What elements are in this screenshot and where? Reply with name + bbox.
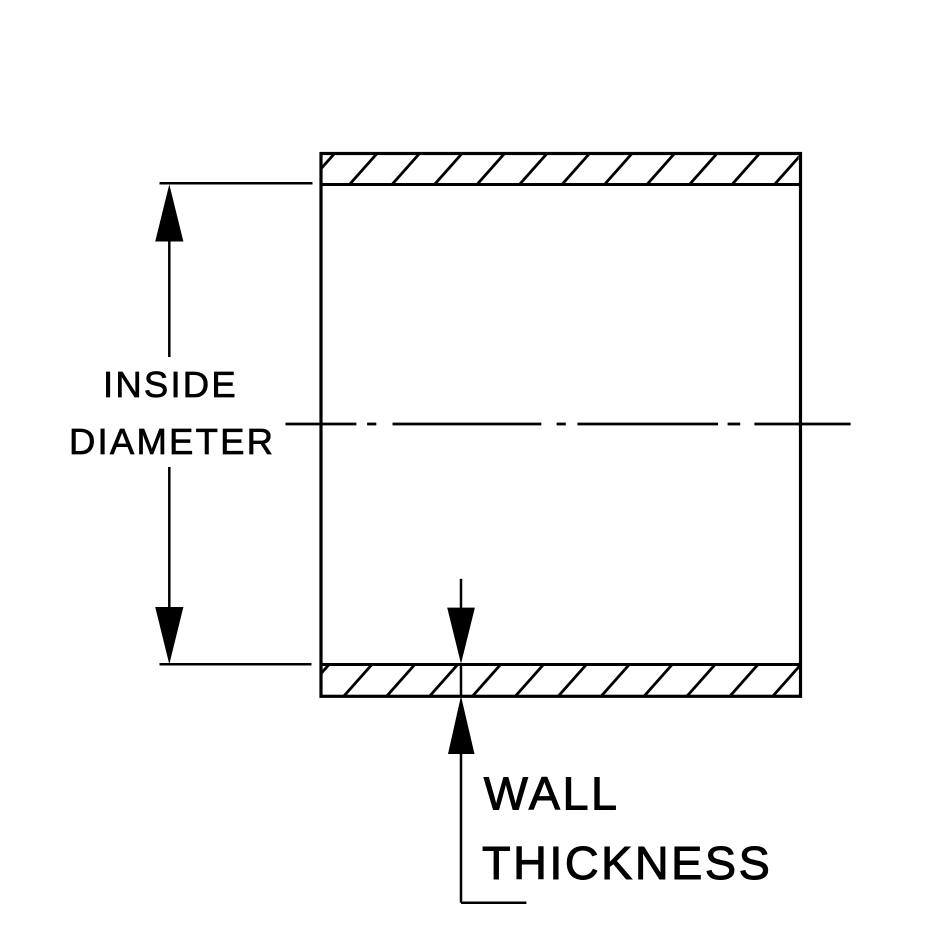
svg-text:WALL: WALL bbox=[484, 767, 620, 819]
svg-text:INSIDE: INSIDE bbox=[103, 364, 238, 405]
svg-text:THICKNESS: THICKNESS bbox=[482, 837, 772, 889]
svg-text:DIAMETER: DIAMETER bbox=[69, 421, 275, 462]
